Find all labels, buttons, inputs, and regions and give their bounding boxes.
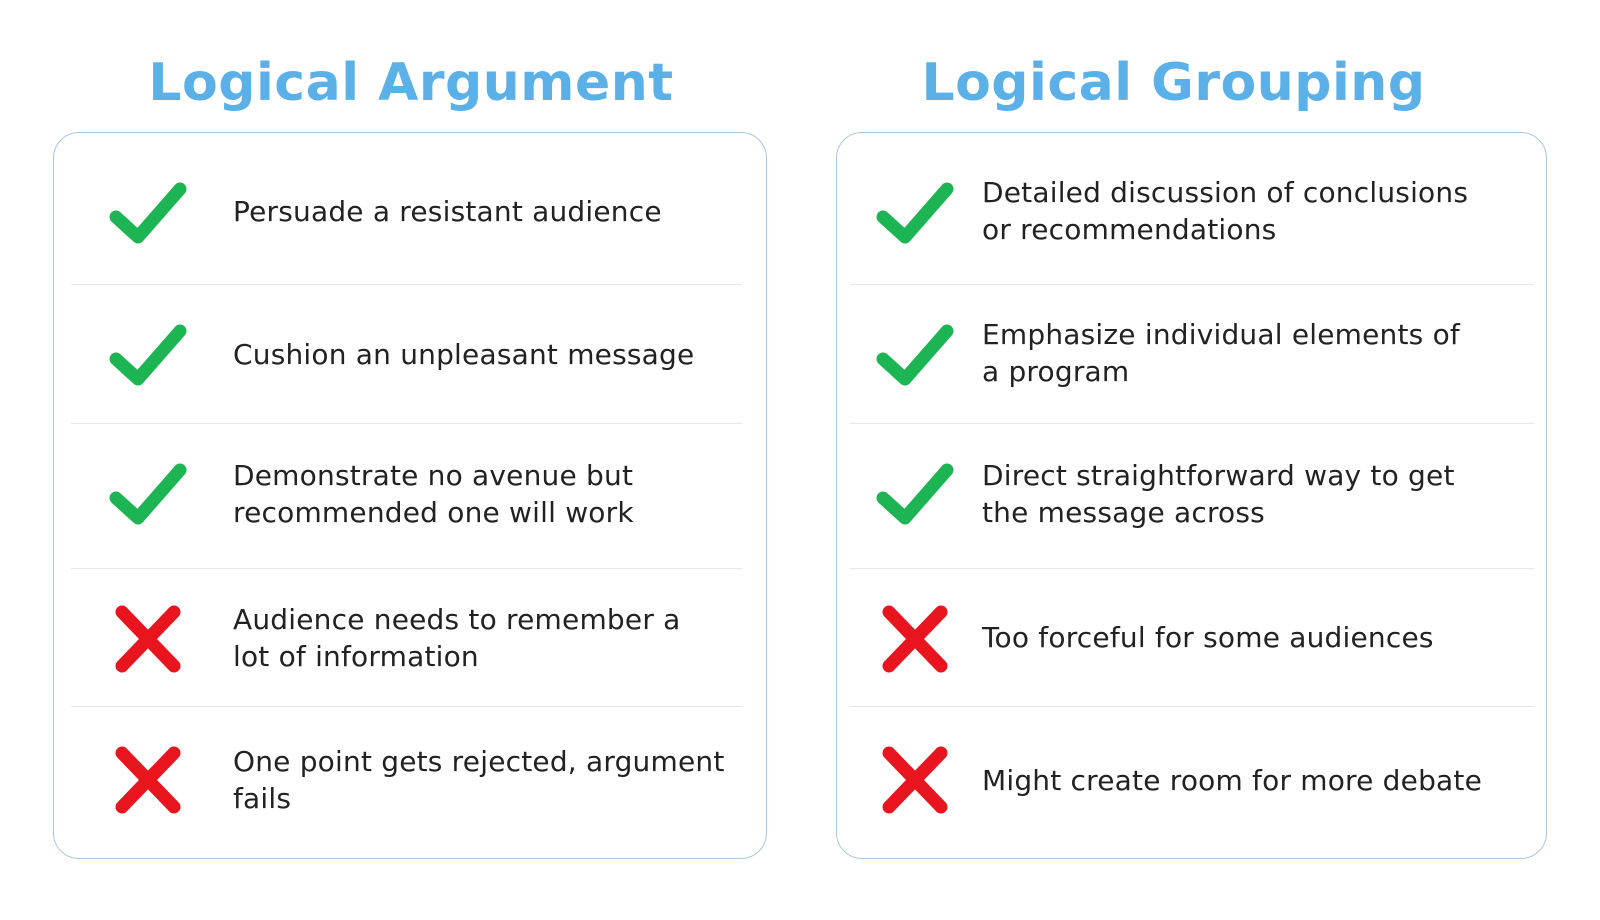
list-item: One point gets rejected, argument fails [54, 707, 766, 858]
list-item: Persuade a resistant audience [54, 133, 766, 285]
cross-icon [882, 746, 948, 814]
list-item: Cushion an unpleasant message [54, 285, 766, 424]
divider [71, 284, 742, 285]
column-title: Logical Argument [148, 53, 674, 113]
item-text: One point gets rejected, argument fails [233, 745, 725, 815]
divider [71, 706, 742, 707]
item-text: Persuade a resistant audience [233, 195, 662, 228]
item-text: Detailed discussion of conclusions or re… [982, 176, 1469, 246]
divider [71, 423, 742, 424]
divider [71, 568, 742, 569]
list-item: Might create room for more debate [837, 707, 1546, 858]
item-text: Audience needs to remember a lot of info… [233, 603, 681, 673]
list-item: Detailed discussion of conclusions or re… [837, 133, 1546, 285]
item-text: Emphasize individual elements of a progr… [982, 318, 1460, 388]
list-item: Too forceful for some audiences [837, 569, 1546, 707]
item-text: Direct straightforward way to get the me… [982, 459, 1455, 529]
check-icon [876, 182, 954, 244]
list-item: Demonstrate no avenue but recommended on… [54, 424, 766, 569]
divider [850, 423, 1534, 424]
column-title: Logical Grouping [921, 53, 1426, 113]
item-text: Demonstrate no avenue but recommended on… [233, 459, 634, 529]
check-icon [109, 463, 187, 525]
list-item: Direct straightforward way to get the me… [837, 424, 1546, 569]
cross-icon [115, 605, 181, 673]
cross-icon [882, 605, 948, 673]
item-text: Cushion an unpleasant message [233, 338, 695, 371]
comparison-card: Detailed discussion of conclusions or re… [836, 132, 1547, 859]
divider [850, 568, 1534, 569]
divider [850, 284, 1534, 285]
cross-icon [115, 746, 181, 814]
check-icon [876, 324, 954, 386]
check-icon [109, 182, 187, 244]
check-icon [109, 324, 187, 386]
divider [850, 706, 1534, 707]
list-item: Emphasize individual elements of a progr… [837, 285, 1546, 424]
item-text: Might create room for more debate [982, 764, 1483, 797]
check-icon [876, 463, 954, 525]
comparison-card: Persuade a resistant audience Cushion an… [53, 132, 767, 859]
item-text: Too forceful for some audiences [982, 621, 1434, 654]
list-item: Audience needs to remember a lot of info… [54, 569, 766, 707]
